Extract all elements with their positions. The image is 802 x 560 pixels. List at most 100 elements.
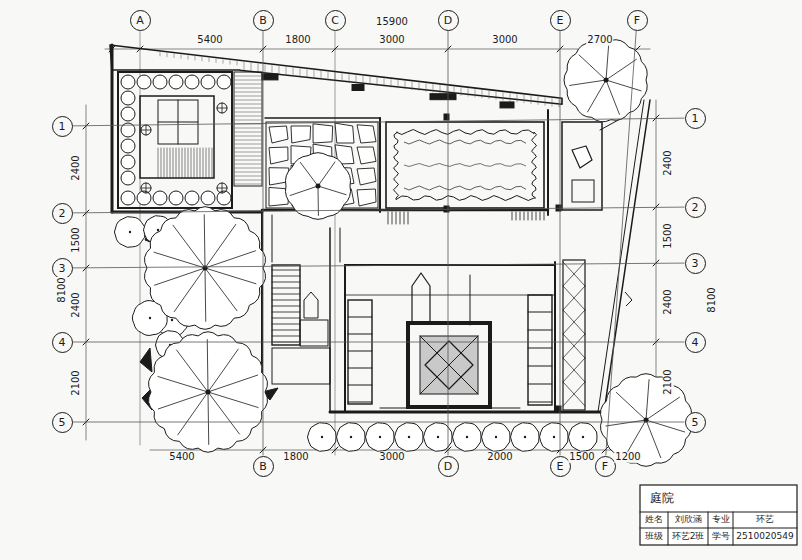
stepping-stone <box>357 189 376 206</box>
tree-symbol <box>308 423 337 452</box>
window-box <box>158 100 198 144</box>
dimension-text: 2400 <box>71 291 82 318</box>
water-ripple <box>404 186 526 190</box>
roof-hatch <box>209 58 210 62</box>
shrub <box>121 139 135 153</box>
wall <box>604 100 650 412</box>
grid-line <box>73 342 685 343</box>
tree-branch <box>579 55 606 80</box>
dimension-text: 3000 <box>378 452 405 463</box>
grid-line <box>73 422 685 423</box>
trellis <box>563 310 585 334</box>
roof-hatch <box>510 94 511 102</box>
tree-symbol <box>285 153 350 220</box>
roof-hatch <box>300 69 301 77</box>
roof-hatch <box>405 81 406 89</box>
grid-axis-circle: B <box>253 456 274 477</box>
roof-hatch <box>230 61 231 64</box>
bench-hatch <box>200 148 201 178</box>
tree-symbol <box>337 423 366 452</box>
title-block-text: 刘欣涵 <box>674 515 703 524</box>
stepping-stone <box>357 125 376 143</box>
tree-trunk <box>604 78 609 83</box>
tree-trunk <box>129 231 131 233</box>
shelf-line <box>528 348 552 349</box>
axis-label: F <box>602 461 608 472</box>
stair-tread <box>272 276 300 277</box>
tree-canopy <box>308 423 337 452</box>
roof-hatch <box>258 64 259 72</box>
tree-canopy <box>482 423 511 452</box>
stepping-stone <box>269 126 288 143</box>
tree-branch <box>318 162 335 186</box>
tree-symbol <box>540 423 569 452</box>
stair-tread <box>272 282 300 283</box>
axis-label: 5 <box>692 417 699 428</box>
step <box>528 212 529 220</box>
tree-branch <box>178 392 208 435</box>
bench-hatch <box>164 148 165 178</box>
deck-hatch <box>235 164 261 165</box>
roof-hatch <box>223 60 224 64</box>
step <box>544 212 545 220</box>
wall <box>470 275 471 325</box>
bench-hatch <box>176 148 177 178</box>
wall-block <box>500 102 514 108</box>
roof-hatch <box>328 72 329 80</box>
shelf <box>348 300 372 404</box>
step <box>524 212 525 220</box>
roof-hatch <box>391 80 392 88</box>
pool-edge <box>394 130 537 201</box>
tree-branch <box>173 225 205 268</box>
dimension-tick <box>602 447 608 453</box>
deck-hatch <box>235 128 261 129</box>
roof-hatch <box>181 55 182 59</box>
dimension-text: 2000 <box>486 452 513 463</box>
dimension-text: 1500 <box>663 222 674 249</box>
tree-trunk <box>350 436 352 438</box>
shelf-line <box>348 385 372 386</box>
trellis <box>563 382 585 406</box>
shelf-line <box>348 317 372 318</box>
table-rule <box>640 528 797 529</box>
axis-label: 2 <box>692 202 699 213</box>
grid-axis-circle: E <box>550 10 571 31</box>
water-ripple <box>404 140 526 144</box>
trellis <box>563 358 585 382</box>
axis-label: D <box>444 461 452 472</box>
cross-line <box>420 336 478 394</box>
stair-tread <box>272 318 300 319</box>
trellis <box>563 382 585 406</box>
deck-strip <box>234 72 262 186</box>
tree-branch <box>606 43 609 80</box>
tree-trunk <box>582 436 584 438</box>
arch <box>412 273 430 325</box>
tree-branch <box>646 380 649 420</box>
deck-hatch <box>235 80 261 81</box>
deck-hatch <box>235 144 261 145</box>
title-block-text: 2510020549 <box>735 532 794 541</box>
deck-hatch <box>235 108 261 109</box>
roof-hatch <box>440 85 441 93</box>
wall-block <box>430 94 456 100</box>
dimension-text: 2700 <box>586 35 613 46</box>
shrub <box>201 191 215 205</box>
deck-hatch <box>235 148 261 149</box>
sculpture <box>625 292 632 306</box>
landing <box>272 348 330 384</box>
trellis <box>563 286 585 310</box>
grid-axis-circle: C <box>325 10 346 31</box>
bench-hatch <box>212 148 213 178</box>
step <box>400 212 401 224</box>
bench-hatch <box>191 148 192 178</box>
tree-branch <box>290 186 318 195</box>
deck-hatch <box>235 104 261 105</box>
lamp <box>217 103 227 113</box>
deck-hatch <box>235 112 261 113</box>
dimension-text: 1800 <box>284 35 311 46</box>
dimension-text: 8100 <box>707 286 718 313</box>
tree-branch <box>606 59 636 80</box>
title-block-text: 姓名 <box>644 515 664 524</box>
tree-canopy <box>337 423 366 452</box>
